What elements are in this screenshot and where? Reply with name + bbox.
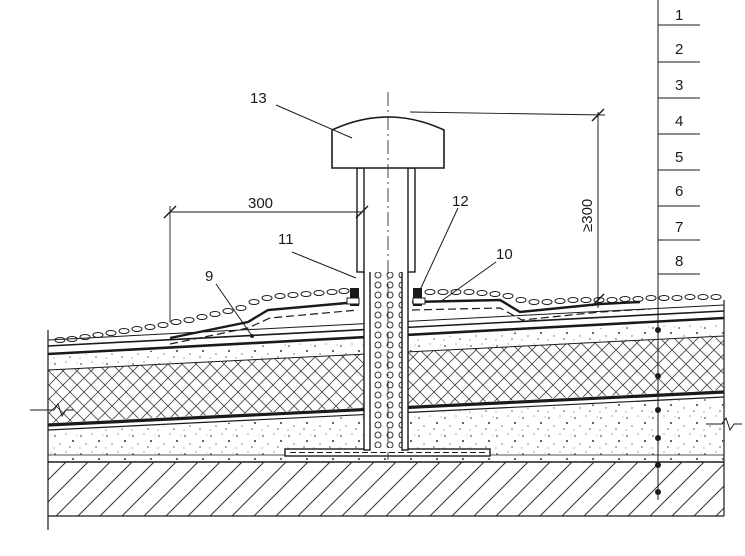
callout-9-label: 9 (205, 268, 213, 285)
callout-13: 13 (250, 90, 353, 139)
gravel-layer (54, 288, 722, 343)
callout-9: 9 (205, 268, 254, 338)
callout-13-label: 13 (250, 90, 267, 107)
callout-10: 10 (439, 246, 513, 303)
dimension-300-horizontal: 300 (163, 195, 369, 322)
flashing-layers (169, 298, 651, 345)
legend-item-3: 3 (675, 77, 683, 94)
layer-legend: 1 2 3 4 5 6 7 8 (655, 0, 700, 500)
dimension-label-horizontal: 300 (248, 195, 273, 212)
legend-item-8: 8 (675, 253, 683, 270)
section-break-marks (30, 402, 742, 432)
legend-item-2: 2 (675, 41, 683, 58)
vent-pipe-riser (356, 167, 416, 273)
callout-11: 11 (278, 231, 357, 279)
pipe-base-flange (284, 448, 491, 457)
dimension-300-vertical: ≥300 (409, 108, 606, 308)
callout-12: 12 (419, 193, 469, 291)
callout-11-label: 11 (278, 231, 294, 248)
legend-item-1: 1 (675, 7, 683, 24)
callout-12-label: 12 (452, 193, 469, 210)
callout-10-label: 10 (496, 246, 513, 263)
legend-item-4: 4 (675, 113, 683, 130)
legend-item-7: 7 (675, 219, 683, 236)
dimension-label-vertical: ≥300 (579, 199, 596, 232)
sealant-collars (346, 288, 426, 306)
legend-item-6: 6 (675, 183, 683, 200)
vent-pipe-sleeve (363, 269, 409, 451)
legend-item-5: 5 (675, 149, 683, 166)
